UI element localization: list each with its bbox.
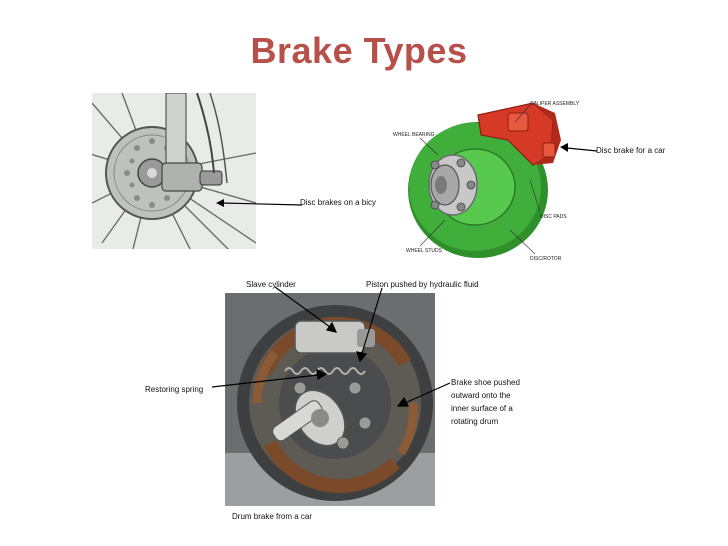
brake-shoe-line-2: outward onto the [451, 389, 520, 402]
brake-shoe-line-1: Brake shoe pushed [451, 376, 520, 389]
bike-label-arrow [210, 186, 305, 216]
car-part-leader-lines [390, 100, 600, 268]
brake-shoe-line-4: rotating drum [451, 415, 520, 428]
car-disc-label: Disc brake for a car [596, 146, 665, 155]
car-label-arrow [555, 140, 600, 160]
bike-disc-label: Disc brakes on a bicy [300, 198, 376, 207]
drum-brake-caption: Drum brake from a car [232, 512, 312, 521]
bicycle-disc-brake-photo [92, 93, 256, 249]
brake-shoe-line-3: inner surface of a [451, 402, 520, 415]
restoring-spring-label: Restoring spring [145, 385, 203, 394]
drum-label-arrows [200, 275, 460, 415]
brake-shoe-label: Brake shoe pushed outward onto the inner… [451, 376, 520, 428]
slide-title: Brake Types [0, 30, 718, 72]
